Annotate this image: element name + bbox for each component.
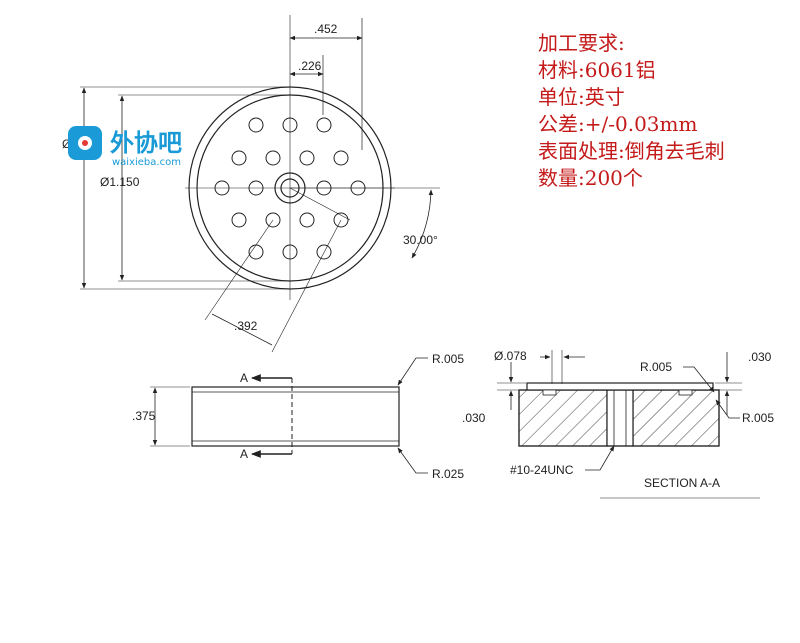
side-view [150,357,428,474]
logo-url: waixieba.com [112,157,181,168]
requirement-line: 表面处理:倒角去毛刺 [538,139,725,163]
requirement-line: 公差:+/-0.03mm [538,112,697,136]
radius-left: R.005 [640,360,672,374]
hole-pattern [214,117,366,260]
dim-left-030: .030 [462,411,486,425]
section-view [497,350,742,471]
thread-callout: #10-24UNC [510,463,574,477]
dim-226: .226 [298,59,322,73]
section-label-bottom: A [240,447,248,461]
radius-right: R.005 [742,411,774,425]
dim-452: .452 [314,22,338,36]
dim-right-030: .030 [748,350,772,364]
radius-top: R.005 [432,352,464,366]
section-label-top: A [240,371,248,385]
requirement-line: 数量:200个 [538,166,643,190]
radius-bottom: R.025 [432,467,464,481]
requirements-block: 加工要求: 材料:6061铝 单位:英寸 公差:+/-0.03mm 表面处理:倒… [538,31,725,190]
section-hatch-right [632,389,720,447]
dim-angle: 30.00° [403,233,438,247]
side-body [191,386,400,447]
dim-392: .392 [234,319,258,333]
section-title: SECTION A-A [644,476,720,490]
top-view [80,15,440,353]
requirement-line: 材料:6061铝 [538,58,656,82]
dim-inner-dia: Ø1.150 [100,175,140,189]
watermark-logo: 外协吧 waixieba.com [68,126,182,168]
dim-height: .375 [132,409,156,423]
logo-brand: 外协吧 [110,129,182,157]
section-lip [526,382,714,391]
section-bore [606,389,634,447]
requirements-title: 加工要求: [538,31,625,55]
requirement-line: 单位:英寸 [538,85,625,109]
section-hatch-left [518,389,608,447]
dim-hole-dia: Ø.078 [494,349,527,363]
